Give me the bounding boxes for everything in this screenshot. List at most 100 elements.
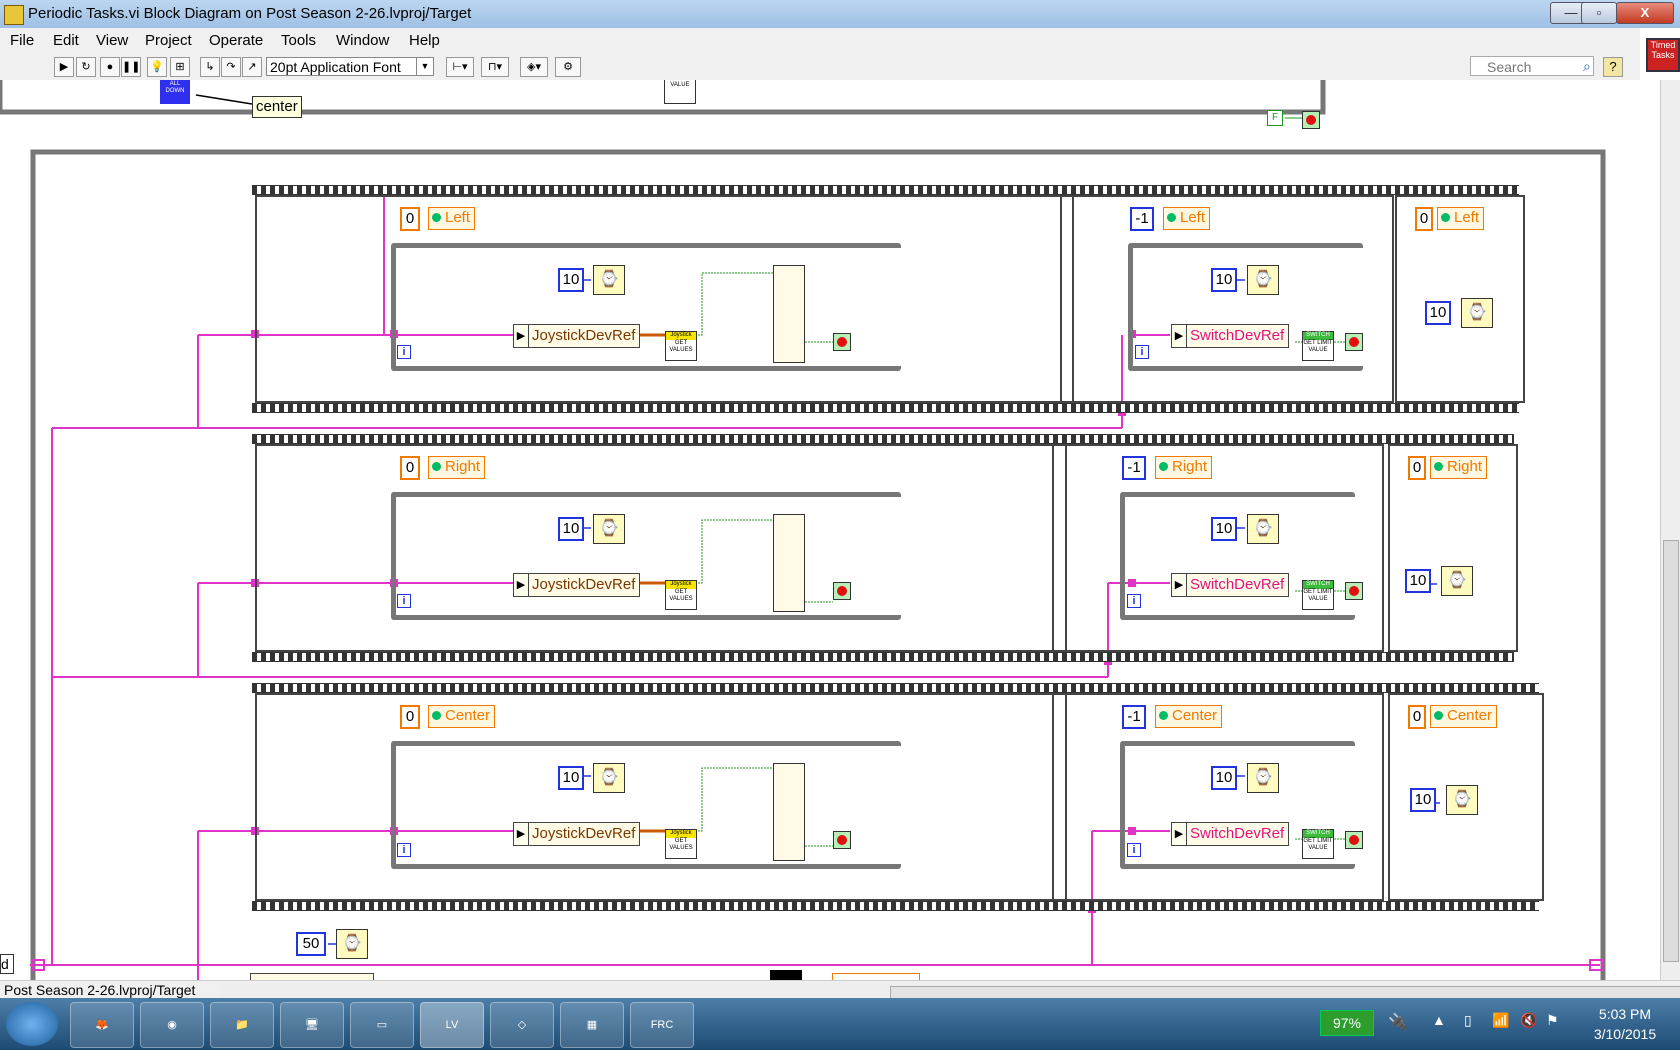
command-prompt-icon[interactable]: ▭ (350, 1002, 414, 1048)
test-all-down-icon[interactable]: TEST FOR ALL DOWN (160, 80, 190, 104)
wait-constant[interactable]: 10 (558, 517, 584, 541)
while-loop[interactable] (1128, 243, 1363, 371)
port-constant[interactable]: 0 (400, 207, 420, 231)
wait-ms-icon[interactable]: ⌚ (593, 763, 625, 793)
cleanup-diagram-icon[interactable]: ⚙ (555, 57, 581, 77)
wait-ms-icon[interactable]: ⌚ (1441, 566, 1473, 596)
pause-icon[interactable]: ❚❚ (121, 57, 141, 77)
step-over-icon[interactable]: ↷ (221, 57, 241, 77)
wait-constant[interactable]: 10 (1425, 301, 1451, 325)
port-ring[interactable]: Left (1437, 207, 1485, 230)
port-constant[interactable]: -1 (1122, 456, 1146, 480)
sequence-frame-1[interactable] (255, 195, 1074, 403)
firefox-icon[interactable]: 🦊 (70, 1002, 134, 1048)
wait-ms-icon[interactable]: ⌚ (1247, 763, 1279, 793)
action-center-icon[interactable]: ⚑ (1546, 1012, 1559, 1028)
vertical-scrollbar[interactable] (1660, 80, 1680, 980)
unbundle-by-name-icon[interactable] (773, 763, 805, 861)
menu-window[interactable]: Window (336, 32, 390, 49)
while-loop[interactable] (391, 741, 901, 869)
highlight-execution-icon[interactable]: 💡 (147, 57, 167, 77)
font-dropdown[interactable]: 20pt Application Font ▼ (266, 57, 434, 76)
abort-icon[interactable]: ● (100, 57, 120, 77)
remote-desktop-icon[interactable]: 🖥 (280, 1002, 344, 1048)
while-loop[interactable] (391, 243, 901, 371)
wait-constant[interactable]: 10 (1211, 766, 1237, 790)
wait-ms-icon[interactable]: ⌚ (1247, 514, 1279, 544)
vertical-scroll-thumb[interactable] (1663, 540, 1679, 962)
false-constant[interactable]: F (1267, 110, 1283, 126)
wait-constant[interactable]: 10 (558, 766, 584, 790)
search-input[interactable]: Search (1470, 56, 1594, 76)
port-ring[interactable]: Right (1430, 456, 1488, 479)
retain-wire-values-icon[interactable]: ⊞ (170, 57, 190, 77)
wait-constant[interactable]: 10 (1211, 517, 1237, 541)
port-ring[interactable]: Left (1163, 207, 1211, 230)
while-loop[interactable] (1120, 741, 1355, 869)
menu-view[interactable]: View (96, 32, 129, 49)
volume-muted-icon[interactable]: 🔇 (1520, 1012, 1538, 1028)
labview-app-icon[interactable] (4, 5, 24, 25)
vi-window-icon[interactable]: ▦ (560, 1002, 624, 1048)
port-constant[interactable]: -1 (1122, 705, 1146, 729)
wait-constant[interactable]: 10 (558, 268, 584, 292)
wait-ms-icon[interactable]: ⌚ (1446, 785, 1478, 815)
frc-dashboard-icon[interactable]: FRC (630, 1002, 694, 1048)
port-ring[interactable]: Right (428, 456, 486, 479)
menu-file[interactable]: File (10, 32, 35, 49)
unbundle-by-name-icon[interactable] (773, 514, 805, 612)
menu-operate[interactable]: Operate (209, 32, 264, 49)
sequence-frame-2[interactable] (1052, 693, 1384, 901)
close-button[interactable]: X (1616, 2, 1674, 24)
power-plug-icon[interactable]: 🔌 (1388, 1014, 1408, 1031)
search-icon[interactable]: ⌕ (1583, 58, 1591, 74)
menu-edit[interactable]: Edit (53, 32, 79, 49)
start-orb-icon[interactable] (6, 1002, 58, 1046)
stop-button-icon[interactable] (1345, 831, 1363, 849)
port-constant[interactable]: 0 (1408, 705, 1426, 729)
while-loop[interactable] (391, 492, 901, 620)
port-ring[interactable]: Center (1430, 705, 1498, 728)
stop-button-icon[interactable] (833, 831, 851, 849)
outer-wait-constant[interactable]: 50 (296, 932, 326, 956)
stop-button-icon[interactable] (1345, 333, 1363, 351)
switch-devref[interactable]: ▶SwitchDevRef (1171, 324, 1290, 348)
sequence-frame-2[interactable] (1052, 444, 1384, 652)
port-constant[interactable]: 0 (400, 456, 420, 480)
wait-constant[interactable]: 10 (1410, 788, 1436, 812)
port-ring[interactable]: Center (1155, 705, 1223, 728)
joystick-devref[interactable]: ▶JoystickDevRef (513, 573, 641, 597)
block-diagram-canvas[interactable]: TEST FOR ALL DOWN center GET LIMIT VALUE… (0, 80, 1660, 980)
device-icon[interactable]: ▯ (1464, 1012, 1472, 1028)
align-objects-icon[interactable]: ⊢▾ (446, 57, 474, 77)
port-constant[interactable]: 0 (400, 705, 420, 729)
run-continuously-icon[interactable]: ↻ (76, 57, 96, 77)
wait-ms-icon[interactable]: ⌚ (336, 929, 368, 959)
port-ring[interactable]: Left (428, 207, 476, 230)
maximize-button[interactable]: ▫ (1581, 2, 1617, 24)
switch-devref[interactable]: ▶SwitchDevRef (1171, 573, 1290, 597)
menu-tools[interactable]: Tools (281, 32, 317, 49)
port-ring[interactable]: Right (1155, 456, 1213, 479)
unbundle-by-name-icon[interactable] (773, 265, 805, 363)
project-context-label[interactable]: Post Season 2-26.lvproj/Target (4, 982, 196, 998)
timed-tasks-icon[interactable]: Timed Tasks (1646, 38, 1680, 72)
get-limit-value-vi[interactable]: GET LIMIT VALUE (664, 80, 696, 104)
reorder-icon[interactable]: ◈▾ (520, 57, 548, 77)
port-ring[interactable]: Center (428, 705, 496, 728)
joystick-devref[interactable]: ▶JoystickDevRef (513, 822, 641, 846)
system-clock[interactable]: 5:03 PM 3/10/2015 (1570, 1004, 1680, 1044)
sequence-frame-1[interactable] (255, 693, 1067, 901)
context-help-button[interactable]: ? (1603, 57, 1623, 77)
joystick-devref[interactable]: ▶JoystickDevRef (513, 324, 641, 348)
wait-ms-icon[interactable]: ⌚ (1461, 298, 1493, 328)
sequence-frame-2[interactable] (1060, 195, 1394, 403)
port-constant[interactable]: 0 (1408, 456, 1426, 480)
sequence-frame-1[interactable] (255, 444, 1067, 652)
